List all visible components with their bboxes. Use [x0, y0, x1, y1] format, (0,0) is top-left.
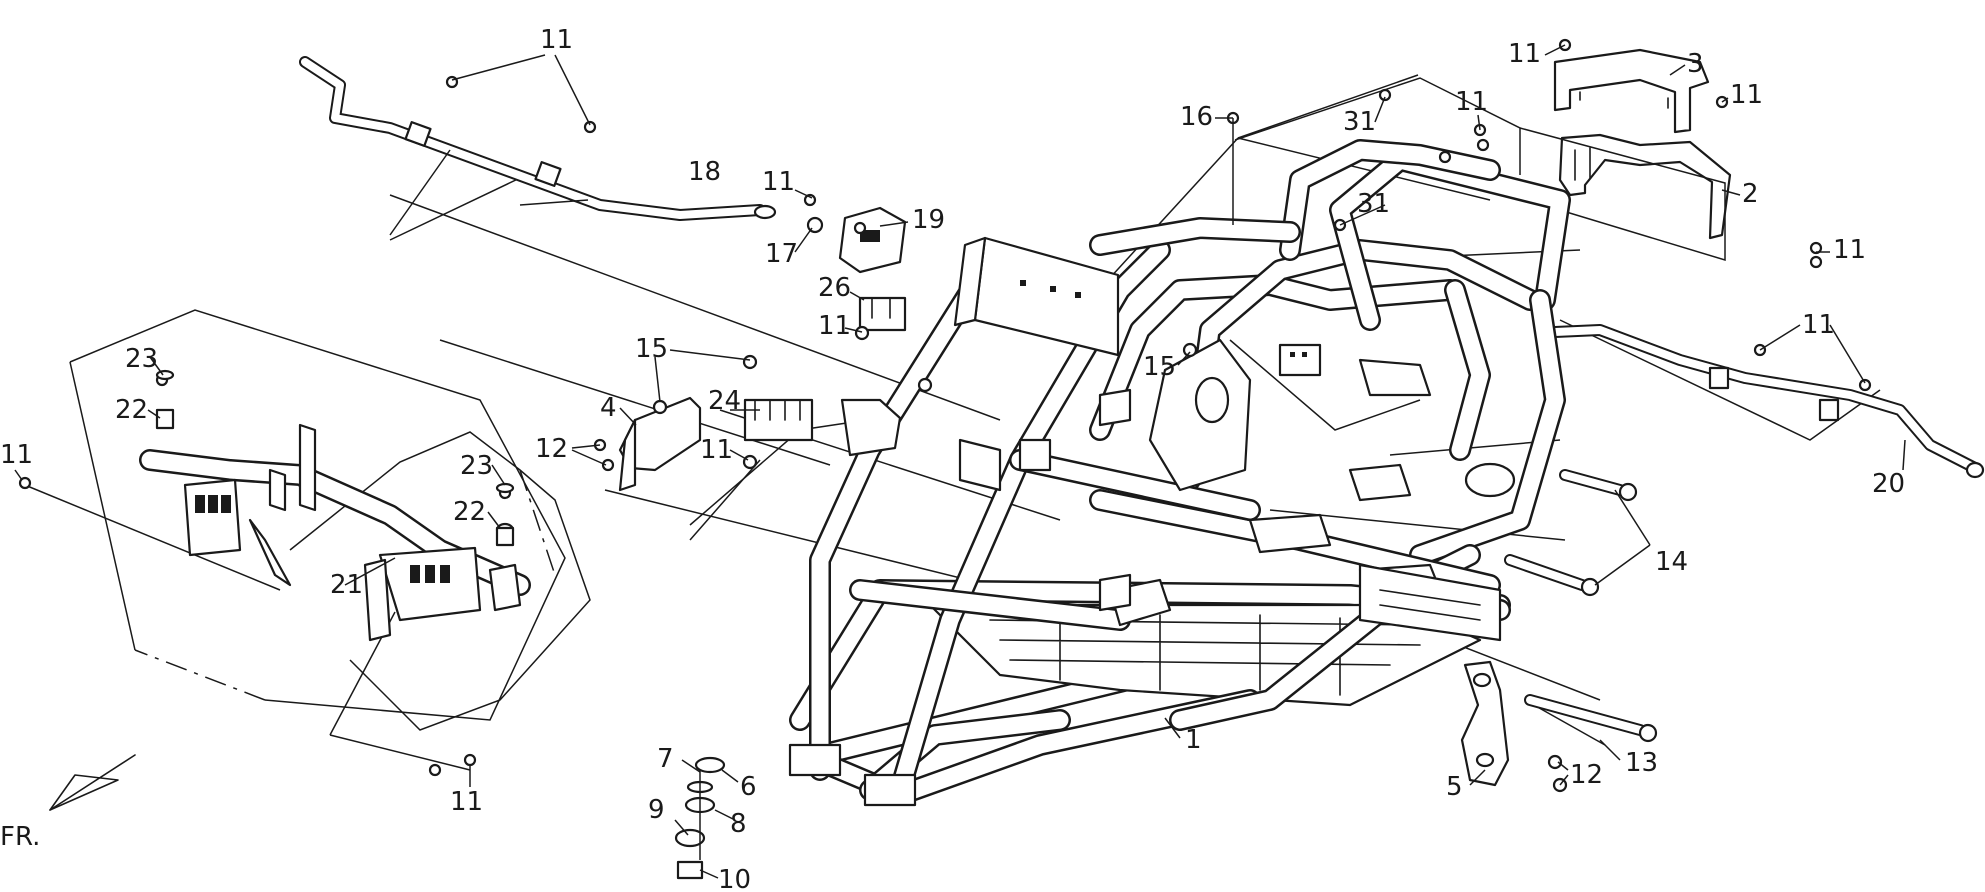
callout-23: 23 [460, 451, 493, 481]
callout-leaders [14, 44, 1906, 787]
bracket-26 [858, 296, 907, 332]
callout-3: 3 [1687, 49, 1704, 79]
bracket-3 [1553, 48, 1710, 134]
bracket-2 [1558, 133, 1732, 240]
bolts-14-13 [1504, 469, 1658, 743]
callout-18: 18 [688, 157, 721, 187]
callout-24: 24 [708, 386, 741, 416]
callout-9: 9 [648, 795, 665, 825]
callout-8: 8 [730, 809, 747, 839]
callout-6: 6 [740, 772, 757, 802]
bracket-24 [743, 398, 814, 442]
callout-11: 11 [1730, 80, 1763, 110]
callout-1: 1 [1185, 725, 1202, 755]
callout-16: 16 [1180, 102, 1213, 132]
main-frame-1 [788, 139, 1571, 807]
callout-23: 23 [125, 344, 158, 374]
callout-numbers: 11 18 11 19 17 26 11 15 4 24 12 11 23 22… [0, 25, 1905, 892]
front-direction-label: FR. [0, 822, 40, 852]
callout-31: 31 [1343, 107, 1376, 137]
callout-15: 15 [1143, 352, 1176, 382]
callout-11: 11 [1833, 235, 1866, 265]
callout-11: 11 [700, 435, 733, 465]
callout-11: 11 [540, 25, 573, 55]
callout-11: 11 [1802, 310, 1835, 340]
fasteners [18, 38, 1872, 793]
callout-11: 11 [762, 167, 795, 197]
callout-2: 2 [1742, 179, 1759, 209]
front-group-outline [69, 309, 591, 731]
bracket-19 [838, 206, 907, 274]
callout-5: 5 [1446, 772, 1463, 802]
callout-4: 4 [600, 393, 617, 423]
front-upper-bar-18 [299, 56, 777, 236]
rear-plate-5 [1460, 660, 1510, 787]
callout-26: 26 [818, 273, 851, 303]
callout-11: 11 [818, 311, 851, 341]
callout-10: 10 [718, 865, 751, 892]
callout-15: 15 [635, 334, 668, 364]
callout-11: 11 [450, 787, 483, 817]
callout-22: 22 [453, 497, 486, 527]
callout-31: 31 [1357, 189, 1390, 219]
callout-14: 14 [1655, 547, 1688, 577]
callout-20: 20 [1872, 469, 1905, 499]
front-direction-arrow-icon [49, 754, 136, 811]
callout-21: 21 [330, 570, 363, 600]
bracket-group-outline [1234, 77, 1726, 262]
callout-12: 12 [1570, 760, 1603, 790]
callout-7: 7 [657, 744, 674, 774]
callout-22: 22 [115, 395, 148, 425]
callout-11: 11 [1455, 87, 1488, 117]
callout-11: 11 [1508, 39, 1541, 69]
bracket-front-upper [840, 398, 902, 457]
callout-17: 17 [765, 239, 798, 269]
washer-stack-6-10 [674, 756, 739, 880]
rear-bar-20 [1549, 324, 1985, 479]
front-bracket-21 [139, 423, 531, 642]
callout-13: 13 [1625, 748, 1658, 778]
bracket-4 [618, 396, 702, 492]
callout-11: 11 [0, 440, 33, 470]
callout-19: 19 [912, 205, 945, 235]
assembly-leaders [19, 74, 1881, 771]
callout-12: 12 [535, 434, 568, 464]
